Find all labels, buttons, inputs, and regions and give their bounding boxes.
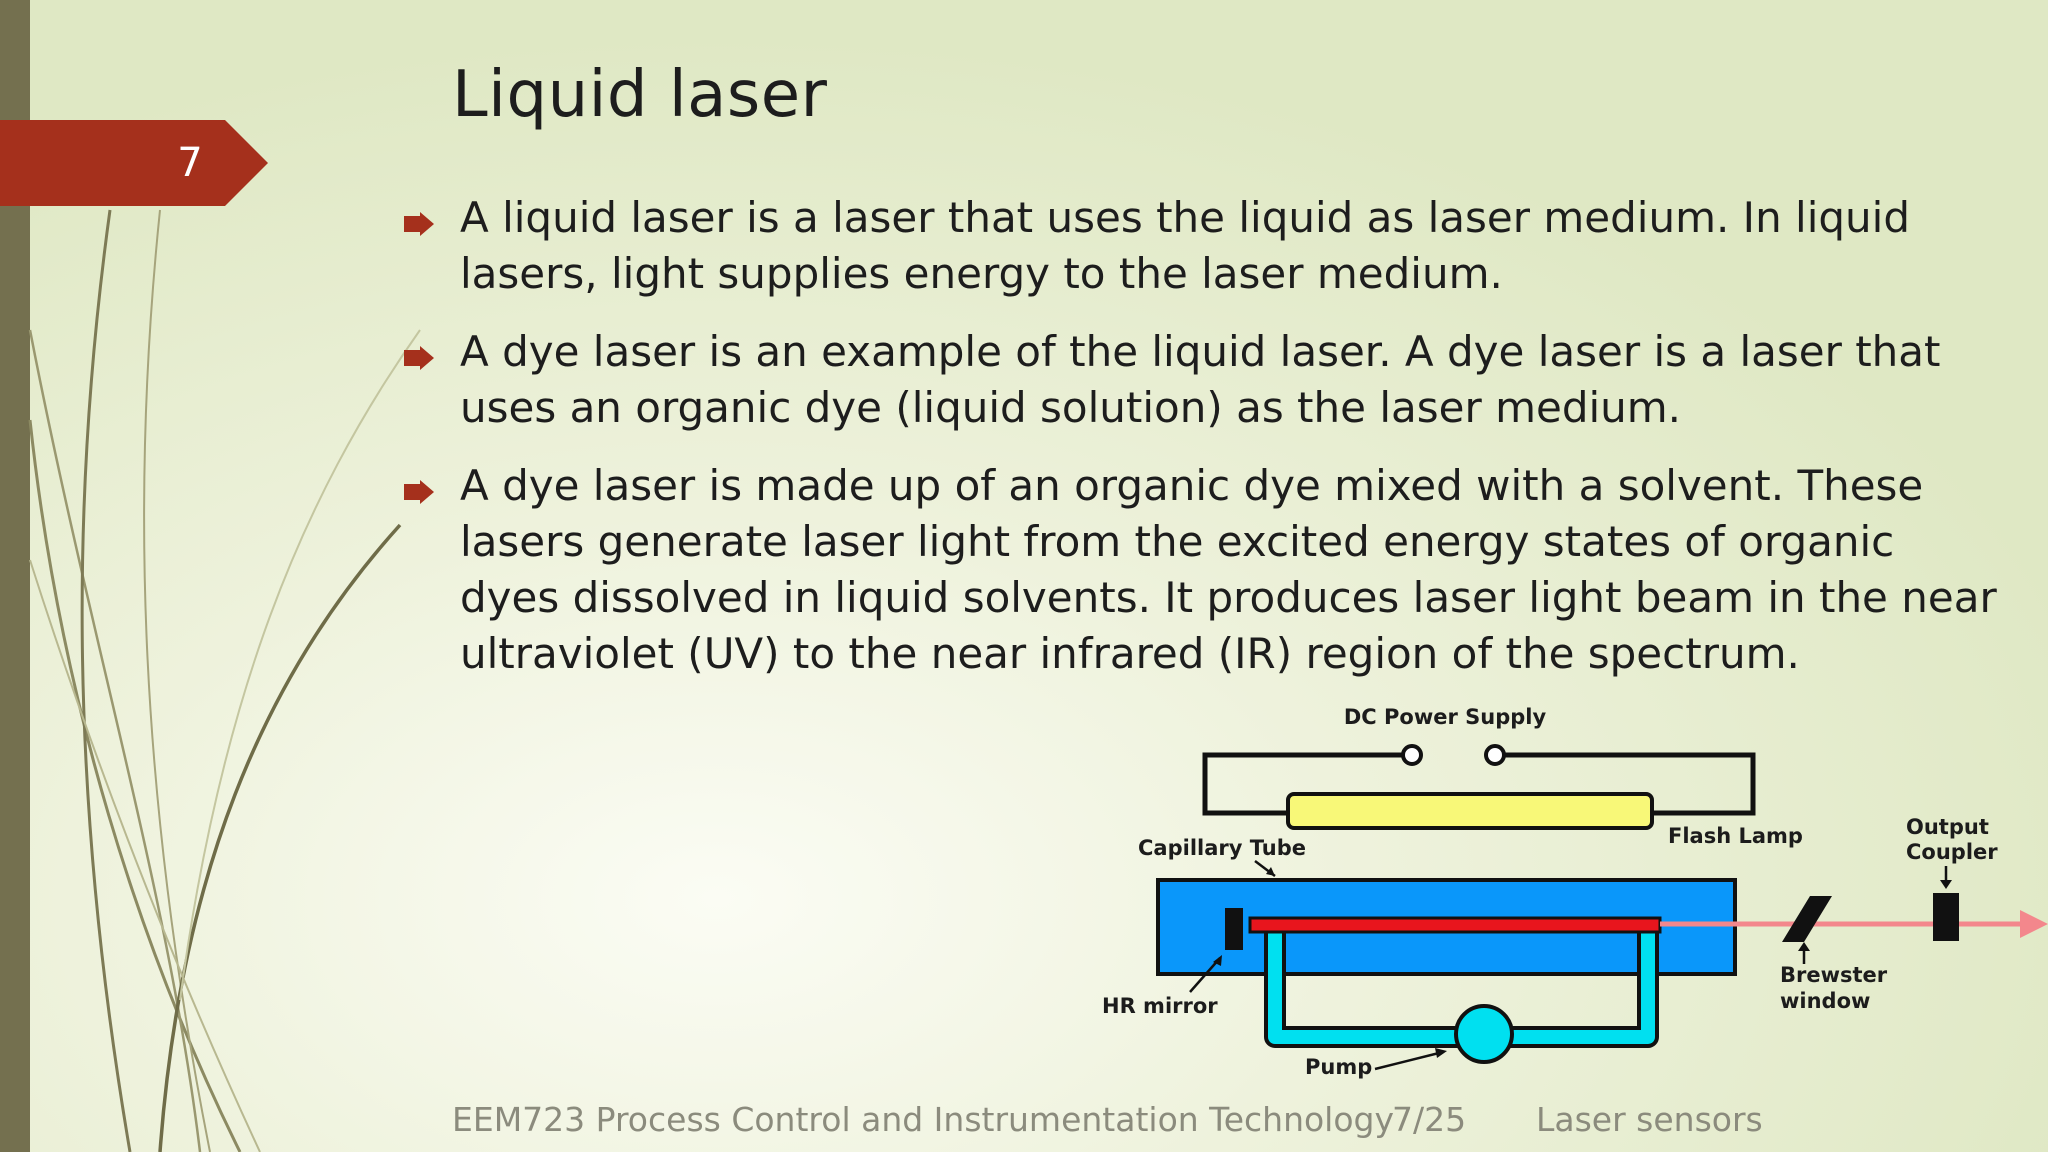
bullet-list: A liquid laser is a laser that uses the … <box>400 190 2000 704</box>
power-wire-left <box>1202 752 1412 816</box>
dye-laser-diagram: DC Power Supply Flash Lamp Capillary Tub… <box>1102 705 2048 1079</box>
arrow-bullet-icon <box>404 480 434 504</box>
brewster-window-arrowhead <box>1798 942 1810 951</box>
dc-power-supply-label: DC Power Supply <box>1344 705 1547 729</box>
bullet-item: A liquid laser is a laser that uses the … <box>400 190 2000 302</box>
arrow-bullet-icon <box>404 346 434 370</box>
footer-topic: Laser sensors <box>1536 1100 1763 1139</box>
dye-channel <box>1248 916 1662 934</box>
decorative-grass-lines <box>28 209 421 1152</box>
hr-mirror-arrowhead <box>1213 955 1222 966</box>
flash-lamp <box>1286 792 1654 830</box>
arrow-bullet-icon <box>404 212 434 236</box>
bullet-item: A dye laser is an example of the liquid … <box>400 324 2000 436</box>
slide-number-flag <box>0 120 268 206</box>
hr-mirror <box>1225 908 1243 950</box>
slide-title: Liquid laser <box>452 58 828 132</box>
bullet-text: A dye laser is made up of an organic dye… <box>460 461 1997 678</box>
hr-mirror-pointer <box>1189 957 1221 993</box>
power-terminal-left <box>1401 744 1423 766</box>
brewster-window <box>1782 896 1832 942</box>
bullet-text: A liquid laser is a laser that uses the … <box>460 193 1910 298</box>
pump-pointer <box>1374 1050 1444 1071</box>
power-terminal-right <box>1484 744 1506 766</box>
pump-label: Pump <box>1305 1055 1372 1079</box>
bullet-text: A dye laser is an example of the liquid … <box>460 327 1941 432</box>
pump-arrowhead <box>1435 1048 1447 1058</box>
power-wire-right <box>1495 752 1756 816</box>
brewster-window-label-line1: Brewster <box>1780 963 1888 987</box>
brewster-window-label-line2: window <box>1780 989 1870 1013</box>
bullet-item: A dye laser is made up of an organic dye… <box>400 458 2000 682</box>
capillary-tube-arrowhead <box>1266 867 1275 876</box>
slide-number: 7 <box>177 140 203 186</box>
flash-lamp-label: Flash Lamp <box>1668 824 1803 848</box>
pump <box>1454 1004 1514 1064</box>
output-coupler-arrowhead <box>1940 880 1952 889</box>
output-coupler-label-line1: Output <box>1906 815 1989 839</box>
output-coupler <box>1933 893 1959 941</box>
capillary-tube-label: Capillary Tube <box>1138 836 1306 860</box>
hr-mirror-label: HR mirror <box>1102 994 1218 1018</box>
footer-page-number: 7/25 <box>1392 1100 1467 1139</box>
output-coupler-label-line2: Coupler <box>1906 840 1998 864</box>
footer-course: EEM723 Process Control and Instrumentati… <box>452 1100 1395 1139</box>
laser-beam-arrowhead <box>2020 910 2048 938</box>
